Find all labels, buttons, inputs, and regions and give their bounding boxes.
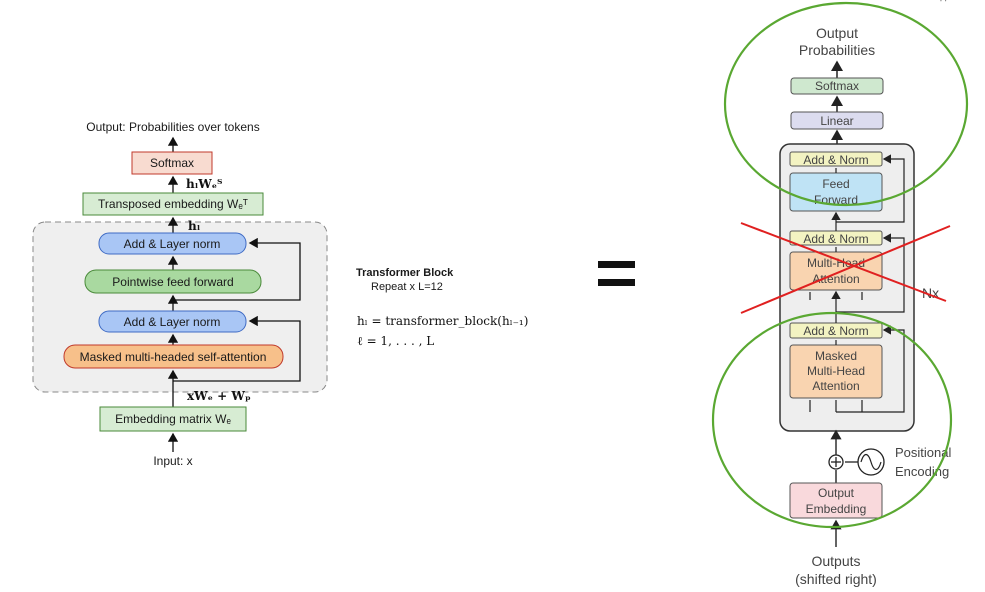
output-embedding-line1: Output — [818, 486, 855, 500]
transposed-embedding-box — [82, 192, 264, 216]
multi-head-attention-line2: Attention — [812, 272, 859, 286]
top-highlight-ellipse — [723, 1, 969, 207]
masked-mha-line3: Attention — [812, 379, 859, 393]
feed-forward-right-line1: Feed — [822, 177, 849, 191]
input-sum-label: xWₑ + Wₚ — [187, 389, 251, 403]
add-norm-2-label: Add & Norm — [803, 232, 868, 246]
softmax-label-right: Softmax — [815, 79, 859, 93]
softmax-label: Softmax — [150, 156, 194, 170]
transposed-embedding-label: Transposed embedding Wₑᵀ — [98, 197, 248, 211]
cross-out-line-1 — [740, 222, 947, 302]
output-title-line2: Probabilities — [799, 42, 875, 58]
feed-forward-label: Pointwise feed forward — [112, 275, 233, 289]
softmax-box — [131, 151, 213, 175]
svg-text:' ': ' ' — [940, 0, 947, 9]
output-label: Output: Probabilities over tokens — [86, 120, 259, 134]
output-embedding-box — [789, 482, 883, 519]
transformer-block-caption: Transformer Block Repeat x L=12 hₗ = tra… — [356, 267, 528, 348]
outputs-line1: Outputs — [811, 553, 860, 569]
masked-attention-label: Masked multi-headed self-attention — [80, 350, 267, 364]
hl-label: hₗ — [188, 219, 201, 233]
input-label: Input: x — [153, 454, 192, 468]
equation-range: ℓ = 1, . . . , L — [357, 334, 434, 348]
add-norm-1-label: Add & Norm — [803, 153, 868, 167]
output-title-line1: Output — [816, 25, 858, 41]
output-embedding-line2: Embedding — [806, 502, 867, 516]
feed-forward-box — [84, 269, 262, 294]
bottom-highlight-ellipse — [711, 311, 953, 529]
add-norm-3-label: Add & Norm — [803, 324, 868, 338]
block-title: Transformer Block — [356, 267, 454, 279]
linear-box — [790, 111, 884, 130]
gpt-diagram: Output: Probabilities over tokens Softma… — [32, 120, 328, 468]
positional-line2: Encoding — [895, 464, 949, 479]
outputs-line2: (shifted right) — [795, 571, 877, 587]
add-layer-norm-top-box — [98, 232, 247, 255]
cross-out-line-2 — [740, 225, 951, 314]
equals-sign — [598, 261, 635, 286]
masked-attention-box — [63, 344, 284, 369]
softmax-box-right — [790, 77, 884, 95]
positional-line1: Positional — [895, 445, 951, 460]
add-layer-norm-bottom-box — [98, 310, 247, 333]
transformer-decoder-diagram: ' ' Output Probabilities Softmax Linear … — [711, 0, 969, 587]
add-layer-norm-bottom-label: Add & Layer norm — [124, 315, 221, 329]
masked-mha-line1: Masked — [815, 349, 857, 363]
hl-we-transpose: hₗWₑᵀ — [186, 177, 223, 191]
linear-label: Linear — [820, 114, 853, 128]
embedding-matrix-box — [99, 406, 247, 432]
embedding-matrix-label: Embedding matrix Wₑ — [115, 412, 231, 426]
equation-recurrence: hₗ = transformer_block(hₗ₋₁) — [357, 314, 528, 328]
repeat-label: Repeat x L=12 — [371, 281, 443, 293]
add-layer-norm-top-label: Add & Layer norm — [124, 237, 221, 251]
add-norm-1-box — [789, 151, 883, 167]
masked-mha-line2: Multi-Head — [807, 364, 865, 378]
